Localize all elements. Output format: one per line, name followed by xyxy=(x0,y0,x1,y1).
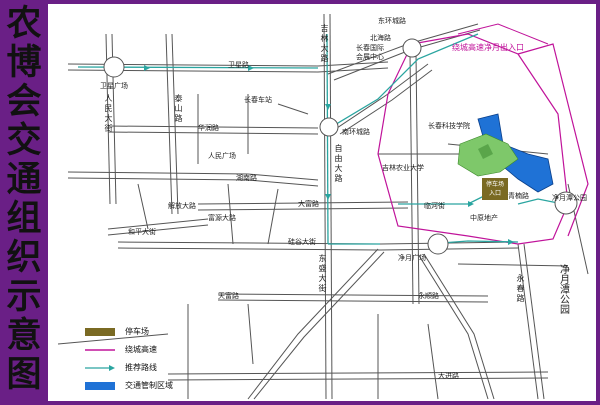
road-label: 华润路 xyxy=(198,124,219,132)
road-label: 永顺路 xyxy=(418,292,439,300)
legend-item-parking: 停车场 xyxy=(85,326,245,338)
parking-lot-label: 停车场 xyxy=(485,181,504,188)
road-label: 卫星路 xyxy=(228,61,249,69)
road-label: 大富路 xyxy=(298,200,319,208)
road-label: 吉林大路 xyxy=(320,24,329,63)
legend-label: 停车场 xyxy=(125,327,149,336)
place-label: 卫星广场 xyxy=(100,82,128,90)
road-label: 硅谷大街 xyxy=(288,238,316,246)
place-label: 吉林农业大学 xyxy=(382,164,424,172)
road-label: 人民大街 xyxy=(104,94,113,133)
expressway-line-icon xyxy=(85,349,115,351)
legend-label: 绕城高速 xyxy=(125,345,157,354)
place-label: 北海路 xyxy=(370,34,391,42)
place-label: 东环城路 xyxy=(378,17,406,25)
road-label: 自由大路 xyxy=(334,144,343,183)
place-label: 会展中心 xyxy=(356,53,384,61)
park-label: 净月潭公园 xyxy=(560,265,570,316)
expressway-entrance-label: 绕城高速净月出入口 xyxy=(452,43,524,52)
road-label: 临河街 xyxy=(424,202,445,210)
route-arrow-icon xyxy=(85,365,115,371)
road-label: 永春路 xyxy=(516,274,525,303)
title-bar: 农 博 会 交 通 组 织 示 意 图 xyxy=(0,0,48,405)
title-char: 组 xyxy=(6,199,42,239)
road-label: 解放大路 xyxy=(168,202,196,210)
title-char: 图 xyxy=(6,355,42,395)
title-char: 交 xyxy=(6,121,42,161)
parking-swatch-icon xyxy=(85,328,115,336)
place-label: 净月潭公园 xyxy=(552,194,587,202)
place-label: 长春科技学院 xyxy=(428,122,470,130)
parking-lot-entrance-label: 入口 xyxy=(488,190,501,197)
title-char: 示 xyxy=(6,277,42,317)
place-label: 长春车站 xyxy=(244,96,272,104)
road-label: 富源大路 xyxy=(208,214,236,222)
control-zone-swatch-icon xyxy=(85,382,115,390)
title-char: 博 xyxy=(6,43,42,83)
road-label: 天富路 xyxy=(218,292,239,300)
legend-item-expressway: 绕城高速 xyxy=(85,344,245,356)
place-label: 中原地产 xyxy=(470,214,498,222)
road-label: 青楠路 xyxy=(508,192,529,200)
title-char: 会 xyxy=(6,82,42,122)
road-label: 和平大街 xyxy=(128,228,156,236)
map-canvas: N 停车场 入口 绕城高速净月出入口 东环城路 长春国际 会展中心 北海路 卫星… xyxy=(48,4,596,401)
road-label: 东盛大街 xyxy=(318,254,327,293)
place-label: 人民广场 xyxy=(208,152,236,160)
place-label: 净月广场 xyxy=(398,254,426,262)
title-char: 织 xyxy=(6,238,42,278)
title-char: 意 xyxy=(6,316,42,356)
parking-lot-marker: 停车场 入口 xyxy=(482,178,508,200)
road-label: 湖南路 xyxy=(236,174,257,182)
road-label: 南环城路 xyxy=(342,128,370,136)
road-label: 泰山路 xyxy=(174,94,183,123)
legend-label: 交通管制区域 xyxy=(125,381,173,390)
road-network xyxy=(57,13,589,400)
road-label: 大进路 xyxy=(438,372,459,380)
title-char: 通 xyxy=(6,160,42,200)
legend-item-control-zone: 交通管制区域 xyxy=(85,380,245,392)
legend-label: 推荐路线 xyxy=(125,363,157,372)
place-label: 长春国际 xyxy=(356,44,384,52)
title-char: 农 xyxy=(6,4,42,44)
legend: 停车场 绕城高速 推荐路线 交通管制区域 xyxy=(79,322,247,401)
legend-item-route: 推荐路线 xyxy=(85,362,245,374)
